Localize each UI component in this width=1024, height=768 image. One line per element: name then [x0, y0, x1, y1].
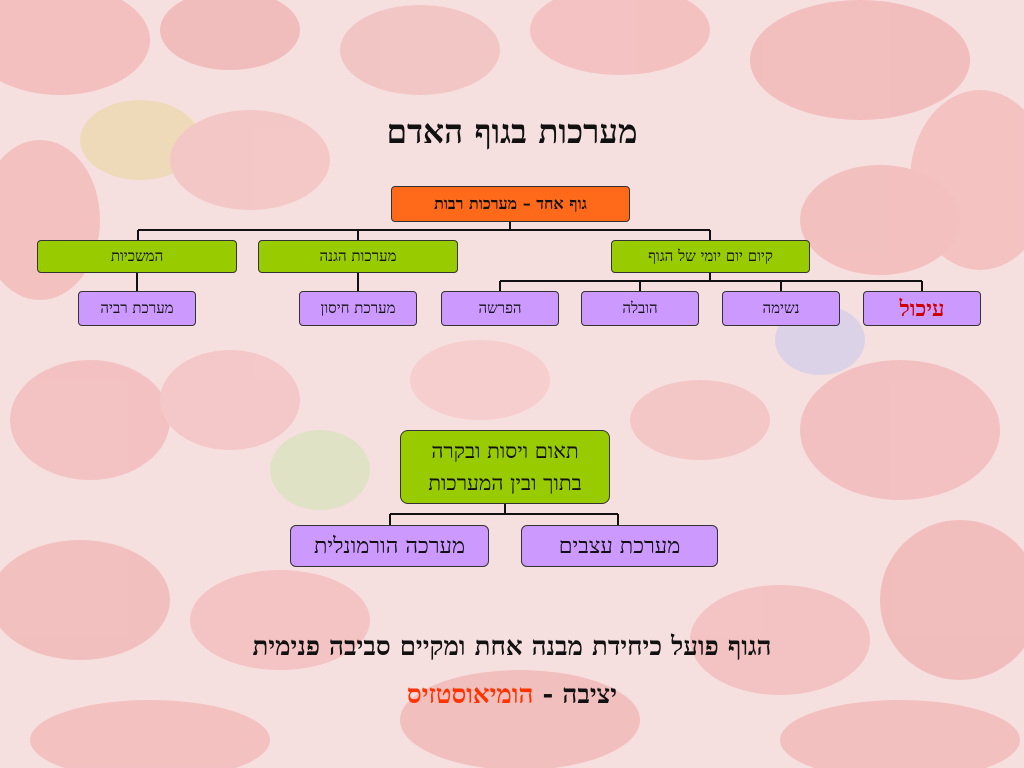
coordination-box: תאום ויסות ובקרה בתוך ובין המערכות	[400, 430, 610, 504]
coordination-line-1: תאום ויסות ובקרה	[431, 439, 579, 463]
leaf-nutrition-label: עיכול	[899, 295, 945, 322]
group-daily-box: קיום יום יומי של הגוף	[611, 240, 810, 273]
group-daily-label: קיום יום יומי של הגוף	[648, 247, 773, 265]
footer-stable-word: יציבה	[562, 680, 618, 710]
leaf-excretion-label: הפרשה	[478, 299, 522, 317]
group-defense-box: מערכות הגנה	[258, 240, 458, 273]
footer-line-1: הגוף פועל כיחידת מבנה אחת ומקיים סביבה פ…	[0, 632, 1024, 662]
footer-line-1-text: הגוף פועל כיחידת מבנה אחת ומקיים סביבה פ…	[252, 632, 772, 662]
group-defense-label: מערכות הגנה	[319, 247, 397, 265]
leaf-immune-label: מערכת חיסון	[320, 299, 396, 317]
leaf-reproduction-label: מערכת רביה	[100, 299, 174, 317]
page-title: מערכות בגוף האדם	[386, 112, 638, 151]
nervous-system-box: מערכת עצבים	[521, 525, 718, 567]
footer-dash: -	[542, 680, 554, 710]
hormonal-system-box: מערכה הורמונלית	[290, 525, 489, 567]
leaf-reproduction-box: מערכת רביה	[78, 291, 196, 326]
leaf-nutrition-box: עיכול	[863, 291, 981, 326]
root-box: גוף אחד – מערכות רבות	[391, 186, 630, 222]
leaf-immune-box: מערכת חיסון	[299, 291, 417, 326]
leaf-transport-label: הובלה	[622, 299, 658, 317]
leaf-breathing-box: נשימה	[722, 291, 840, 326]
homeostasis-term: הומיאוסטזיס	[406, 680, 534, 710]
nervous-system-label: מערכת עצבים	[558, 534, 681, 559]
group-continuity-box: המשכיות	[37, 240, 237, 273]
leaf-excretion-box: הפרשה	[441, 291, 559, 326]
root-label: גוף אחד – מערכות רבות	[434, 194, 587, 213]
footer-line-2: יציבה - הומיאוסטזיס	[0, 680, 1024, 710]
group-continuity-label: המשכיות	[110, 247, 164, 265]
hormonal-system-label: מערכה הורמונלית	[313, 534, 466, 559]
coordination-line-2: בתוך ובין המערכות	[428, 471, 582, 495]
leaf-transport-box: הובלה	[581, 291, 699, 326]
leaf-breathing-label: נשימה	[762, 299, 800, 317]
